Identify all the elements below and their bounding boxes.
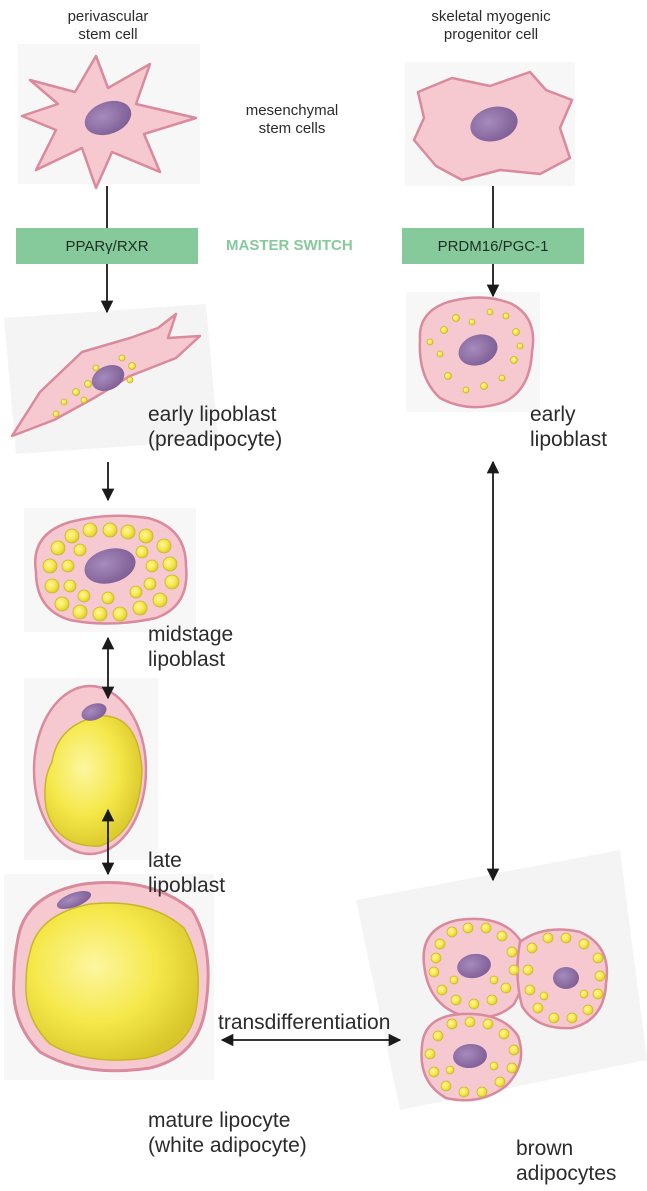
brown-adipocytes-label: brown adipocytes bbox=[516, 1136, 616, 1186]
mesenchymal-stem-cells-label: mesenchymal stem cells bbox=[228, 102, 356, 138]
late-lipoblast-cell bbox=[34, 686, 146, 854]
transdifferentiation-label: transdifferentiation bbox=[218, 1010, 390, 1035]
late-lipoblast-label: late lipoblast bbox=[148, 848, 225, 898]
master-switch-label: MASTER SWITCH bbox=[226, 237, 353, 254]
skeletal-progenitor-label: skeletal myogenic progenitor cell bbox=[406, 8, 576, 44]
prdm16-pgc1-box: PRDM16/PGC-1 bbox=[402, 228, 584, 264]
midstage-lipoblast-label: midstage lipoblast bbox=[148, 622, 233, 672]
perivascular-stem-cell-label: perivascular stem cell bbox=[46, 8, 170, 44]
mature-lipocyte-cell bbox=[14, 882, 209, 1070]
early-lipoblast-right-label: early lipoblast bbox=[530, 402, 607, 452]
mature-lipocyte-label: mature lipocyte (white adipocyte) bbox=[148, 1108, 307, 1158]
early-lipoblast-left-label: early lipoblast (preadipocyte) bbox=[148, 402, 282, 452]
early-lipoblast-right-cell bbox=[420, 297, 533, 407]
ppar-rxr-box: PPARγ/RXR bbox=[16, 228, 198, 264]
midstage-lipoblast-cell bbox=[35, 516, 186, 624]
